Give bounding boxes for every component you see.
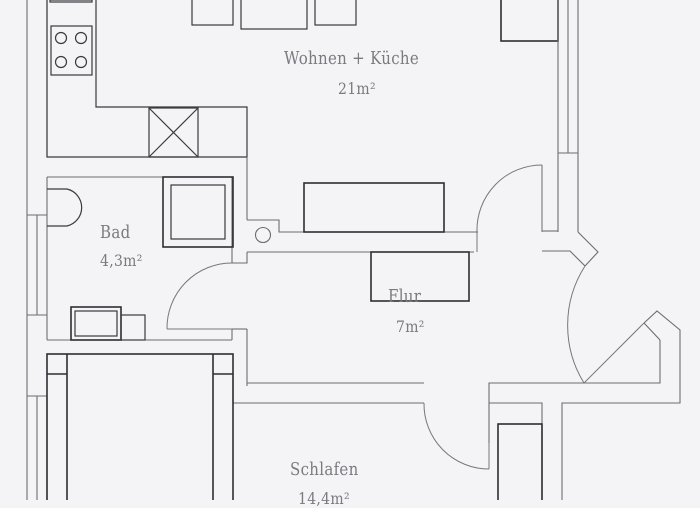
interior-walls bbox=[46, 157, 681, 500]
room-label-schlafen: Schlafen bbox=[290, 459, 359, 480]
washbasin-icon bbox=[70, 306, 146, 341]
stove-icon bbox=[50, 25, 93, 76]
shower-tray-icon bbox=[162, 176, 234, 248]
right-walls bbox=[541, 0, 599, 267]
room-label-wohnen: Wohnen + Küche bbox=[284, 48, 420, 69]
kitchen-counter bbox=[46, 0, 248, 158]
room-area-schlafen: 14,4m² bbox=[298, 490, 350, 508]
room-label-flur: Flur bbox=[388, 286, 422, 307]
toilet-icon bbox=[47, 188, 83, 227]
room-area-flur: 7m² bbox=[396, 318, 425, 337]
doors bbox=[166, 164, 645, 470]
room-area-bad: 4,3m² bbox=[100, 252, 143, 271]
wardrobe-icon bbox=[497, 423, 543, 500]
dining-furniture bbox=[191, 0, 559, 42]
kitchen-sink-icon bbox=[148, 107, 199, 158]
room-label-bad: Bad bbox=[100, 222, 131, 243]
outer-walls bbox=[26, 0, 48, 500]
bed-icon bbox=[46, 353, 234, 500]
room-area-wohnen: 21m² bbox=[338, 80, 376, 99]
flur-furniture bbox=[303, 182, 470, 302]
